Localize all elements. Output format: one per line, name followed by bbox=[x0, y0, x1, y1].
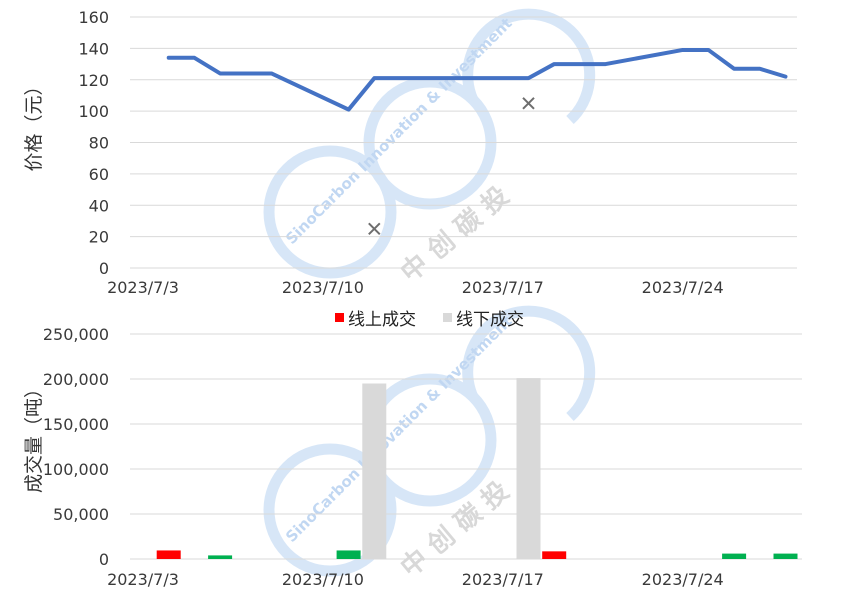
volume-bars bbox=[156, 378, 798, 559]
volume-x-tick-label: 2023/7/3 bbox=[107, 570, 179, 589]
price-y-tick-label: 80 bbox=[89, 134, 109, 153]
price-y-ticks: 0 20 40 60 80 100 120 140 160 bbox=[78, 8, 109, 278]
price-y-tick-label: 60 bbox=[89, 165, 109, 184]
price-x-ticks: 2023/7/3 2023/7/10 2023/7/17 2023/7/24 bbox=[107, 278, 724, 297]
price-x-tick-label: 2023/7/17 bbox=[462, 278, 544, 297]
price-x-marker bbox=[368, 222, 381, 235]
legend-swatch-offline bbox=[443, 313, 452, 322]
volume-y-tick-label: 150,000 bbox=[43, 415, 109, 434]
watermark: SinoCarbon Innovation & Investment SinoC… bbox=[263, 8, 596, 583]
watermark-ring-1 bbox=[263, 145, 397, 279]
volume-y-tick-label: 50,000 bbox=[53, 505, 109, 524]
price-x-tick-label: 2023/7/3 bbox=[107, 278, 179, 297]
volume-x-tick-label: 2023/7/17 bbox=[462, 570, 544, 589]
watermark-ring-3 bbox=[462, 8, 596, 125]
volume-grid bbox=[130, 333, 802, 560]
legend-label-offline: 线下成交 bbox=[456, 310, 524, 330]
price-series-line bbox=[166, 47, 788, 112]
price-y-tick-label: 100 bbox=[78, 102, 109, 121]
volume-y-tick-label: 250,000 bbox=[43, 325, 109, 344]
volume-x-ticks: 2023/7/3 2023/7/10 2023/7/17 2023/7/24 bbox=[107, 570, 724, 589]
price-y-tick-label: 160 bbox=[78, 8, 109, 27]
volume-bar bbox=[542, 551, 567, 559]
legend-label-online: 线上成交 bbox=[348, 310, 416, 330]
price-y-tick-label: 140 bbox=[78, 39, 109, 58]
volume-bar bbox=[336, 550, 361, 559]
volume-bar bbox=[722, 553, 747, 559]
price-y-tick-label: 0 bbox=[99, 259, 109, 278]
volume-y-tick-label: 0 bbox=[99, 550, 109, 569]
volume-y-ticks: 0 50,000 100,000 150,000 200,000 250,000 bbox=[43, 325, 109, 569]
price-y-axis-title: 价格（元） bbox=[23, 76, 45, 171]
price-series bbox=[166, 47, 788, 112]
volume-x-tick-label: 2023/7/10 bbox=[282, 570, 364, 589]
volume-bar bbox=[362, 383, 387, 559]
volume-x-tick-label: 2023/7/24 bbox=[642, 570, 724, 589]
volume-y-tick-label: 100,000 bbox=[43, 460, 109, 479]
legend-swatch-online bbox=[335, 313, 344, 322]
volume-bar bbox=[773, 553, 798, 559]
price-y-tick-label: 120 bbox=[78, 71, 109, 90]
price-x-tick-label: 2023/7/24 bbox=[642, 278, 724, 297]
volume-bar bbox=[516, 378, 541, 559]
price-x-tick-label: 2023/7/10 bbox=[282, 278, 364, 297]
price-grid bbox=[130, 16, 797, 269]
volume-bar bbox=[208, 555, 233, 559]
watermark-ring-6 bbox=[462, 305, 596, 422]
price-y-tick-label: 20 bbox=[89, 228, 109, 247]
volume-legend: 线上成交 线下成交 bbox=[335, 310, 524, 330]
price-markers bbox=[368, 97, 535, 235]
volume-y-tick-label: 200,000 bbox=[43, 370, 109, 389]
price-x-marker bbox=[522, 97, 535, 110]
watermark-ring-4 bbox=[263, 443, 397, 577]
volume-bar bbox=[156, 550, 181, 559]
volume-chart: 0 50,000 100,000 150,000 200,000 250,000 2023… bbox=[23, 325, 802, 589]
price-y-tick-label: 40 bbox=[89, 196, 109, 215]
volume-y-axis-title: 成交量（吨） bbox=[23, 379, 45, 493]
